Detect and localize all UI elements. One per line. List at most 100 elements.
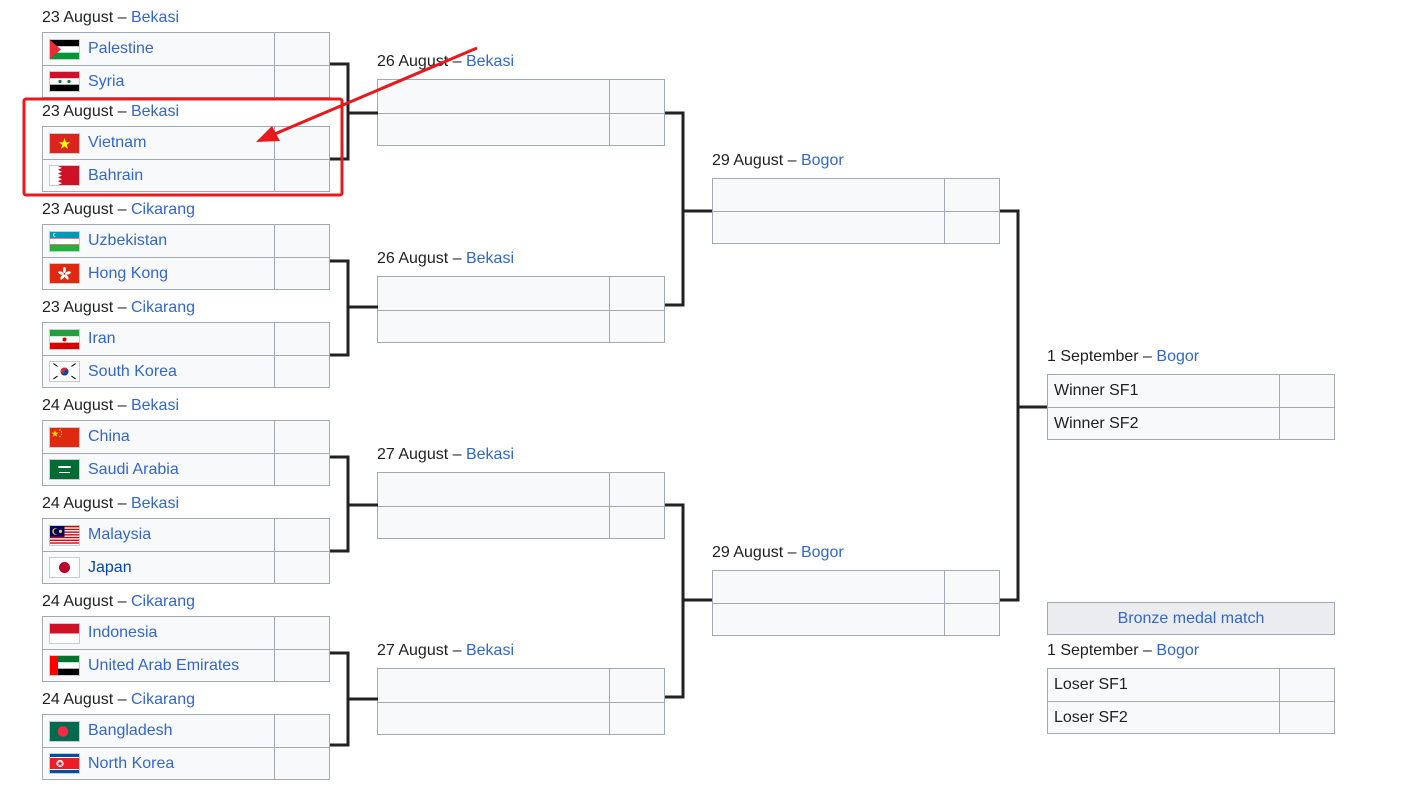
round1-match-1-row: Palestine (43, 33, 329, 65)
round1-match-3-team-cell[interactable]: Hong Kong (43, 258, 275, 289)
round1-match-2-venue-link[interactable]: Bekasi (130, 103, 179, 120)
round1-match-4-row: South Korea (43, 355, 329, 387)
team-name-link[interactable]: China (88, 428, 130, 445)
team-name-link[interactable]: Malaysia (88, 526, 152, 543)
china-flag-icon (49, 426, 80, 448)
quarterfinal-1-box (377, 79, 665, 146)
round1-match-6-team-cell[interactable]: Malaysia (43, 519, 275, 551)
round1-match-5-team-cell[interactable]: Saudi Arabia (43, 454, 275, 485)
round1-match-8-separator: – (113, 691, 131, 708)
round1-match-2-team-cell[interactable]: Bahrain (43, 160, 275, 191)
team-name-link[interactable]: South Korea (88, 362, 177, 380)
bracket-connector (330, 259, 378, 357)
team-name-link[interactable]: Palestine (88, 40, 154, 57)
round1-match-6-separator: – (113, 495, 131, 512)
final-row: Winner SF1 (1048, 375, 1334, 407)
round1-match-8-score-cell (275, 715, 329, 747)
round1-match-4-team-cell[interactable]: South Korea (43, 356, 275, 387)
round1-match-7-team-cell[interactable]: Indonesia (43, 617, 275, 649)
round1-match-5-team-cell[interactable]: China (43, 421, 275, 453)
round1-match-1-team-cell[interactable]: Syria (43, 66, 275, 97)
round1-match-8-team-cell[interactable]: North Korea (43, 748, 275, 779)
round1-match-2-team-cell[interactable]: Vietnam (43, 127, 275, 159)
team-name-link[interactable]: Vietnam (88, 134, 147, 151)
quarterfinal-2-label: 26 August – Bekasi (377, 249, 514, 269)
final-venue-link[interactable]: Bogor (1156, 348, 1200, 365)
bronze-row: Loser SF1 (1048, 669, 1334, 701)
final-score-cell (1280, 375, 1334, 407)
bronze-medal-header[interactable]: Bronze medal match (1047, 602, 1335, 635)
syria-flag-icon (49, 71, 80, 92)
round1-match-1-separator: – (113, 9, 131, 26)
quarterfinal-3-score-cell (610, 507, 664, 539)
semifinal-2-row (713, 571, 999, 603)
north-korea-flag-icon (49, 753, 80, 774)
round1-match-3-team-cell[interactable]: Uzbekistan (43, 225, 275, 257)
round1-match-1-team-cell[interactable]: Palestine (43, 33, 275, 65)
quarterfinal-1-venue-link[interactable]: Bekasi (465, 53, 514, 70)
round1-match-4-team-cell[interactable]: Iran (43, 323, 275, 355)
quarterfinal-1-team-cell (378, 80, 610, 113)
quarterfinal-1-date: 26 August (377, 53, 449, 70)
round1-match-7-venue-link[interactable]: Cikarang (130, 593, 195, 610)
round1-match-6-team-cell[interactable]: Japan (43, 552, 275, 583)
quarterfinal-3-venue-link[interactable]: Bekasi (465, 446, 514, 463)
quarterfinal-4-label: 27 August – Bekasi (377, 641, 514, 661)
semifinal-2-team-cell (713, 604, 945, 635)
team-name-link[interactable]: Iran (88, 330, 116, 347)
quarterfinal-1-separator: – (448, 53, 466, 70)
round1-match-2-date: 23 August (42, 103, 114, 120)
iran-flag-icon (49, 328, 80, 350)
team-name-link[interactable]: Bahrain (88, 166, 144, 184)
quarterfinal-4-date: 27 August (377, 642, 449, 659)
team-name-link[interactable]: Japan (88, 558, 132, 576)
semifinal-2-row (713, 603, 999, 635)
team-name-link[interactable]: Bangladesh (88, 722, 173, 739)
quarterfinal-4-row (378, 702, 664, 735)
quarterfinal-2-venue-link[interactable]: Bekasi (465, 250, 514, 267)
team-name-link[interactable]: Syria (88, 72, 125, 90)
round1-match-8-venue-link[interactable]: Cikarang (130, 691, 195, 708)
indonesia-flag-icon (49, 622, 80, 644)
quarterfinal-4-team-cell (378, 669, 610, 702)
round1-match-7-score-cell (275, 617, 329, 649)
final-team-cell: Winner SF1 (1048, 375, 1280, 407)
round1-match-7-team-cell[interactable]: United Arab Emirates (43, 650, 275, 681)
round1-match-5-row: Saudi Arabia (43, 453, 329, 485)
team-name-link[interactable]: Uzbekistan (88, 232, 168, 249)
round1-match-1-venue-link[interactable]: Bekasi (130, 9, 179, 26)
quarterfinal-2-row (378, 277, 664, 310)
quarterfinal-3-team-cell (378, 473, 610, 506)
quarterfinal-4-venue-link[interactable]: Bekasi (465, 642, 514, 659)
round1-match-4-row: Iran (43, 323, 329, 355)
semifinal-2-box (712, 570, 1000, 636)
round1-match-3-venue-link[interactable]: Cikarang (130, 201, 195, 218)
round1-match-5-date: 24 August (42, 397, 114, 414)
round1-match-8-row: North Korea (43, 747, 329, 779)
semifinal-1-label: 29 August – Bogor (712, 151, 844, 171)
final-score-cell (1280, 408, 1334, 439)
round1-match-5-venue-link[interactable]: Bekasi (130, 397, 179, 414)
quarterfinal-1-team-cell (378, 114, 610, 146)
team-name-link[interactable]: Indonesia (88, 624, 158, 641)
semifinal-1-date: 29 August (712, 152, 784, 169)
semifinal-2-venue-link[interactable]: Bogor (800, 544, 844, 561)
semifinal-1-venue-link[interactable]: Bogor (800, 152, 844, 169)
semifinal-2-date: 29 August (712, 544, 784, 561)
round1-match-8-team-cell[interactable]: Bangladesh (43, 715, 275, 747)
round1-match-6-venue-link[interactable]: Bekasi (130, 495, 179, 512)
quarterfinal-4-team-cell (378, 703, 610, 735)
round1-match-4-venue-link[interactable]: Cikarang (130, 299, 195, 316)
team-name-link[interactable]: Hong Kong (88, 264, 169, 282)
quarterfinal-4-box (377, 668, 665, 735)
round1-match-2-score-cell (275, 160, 329, 191)
bronze-medal-title[interactable]: Bronze medal match (1117, 610, 1265, 627)
team-name-link[interactable]: United Arab Emirates (88, 656, 240, 674)
round1-match-2-row: Bahrain (43, 159, 329, 191)
round1-match-3-label: 23 August – Cikarang (42, 200, 195, 220)
quarterfinal-4-score-cell (610, 669, 664, 702)
south-korea-flag-icon (49, 361, 80, 382)
bronze-venue-link[interactable]: Bogor (1156, 642, 1200, 659)
team-name-link[interactable]: Saudi Arabia (88, 460, 179, 478)
team-name-link[interactable]: North Korea (88, 754, 175, 772)
